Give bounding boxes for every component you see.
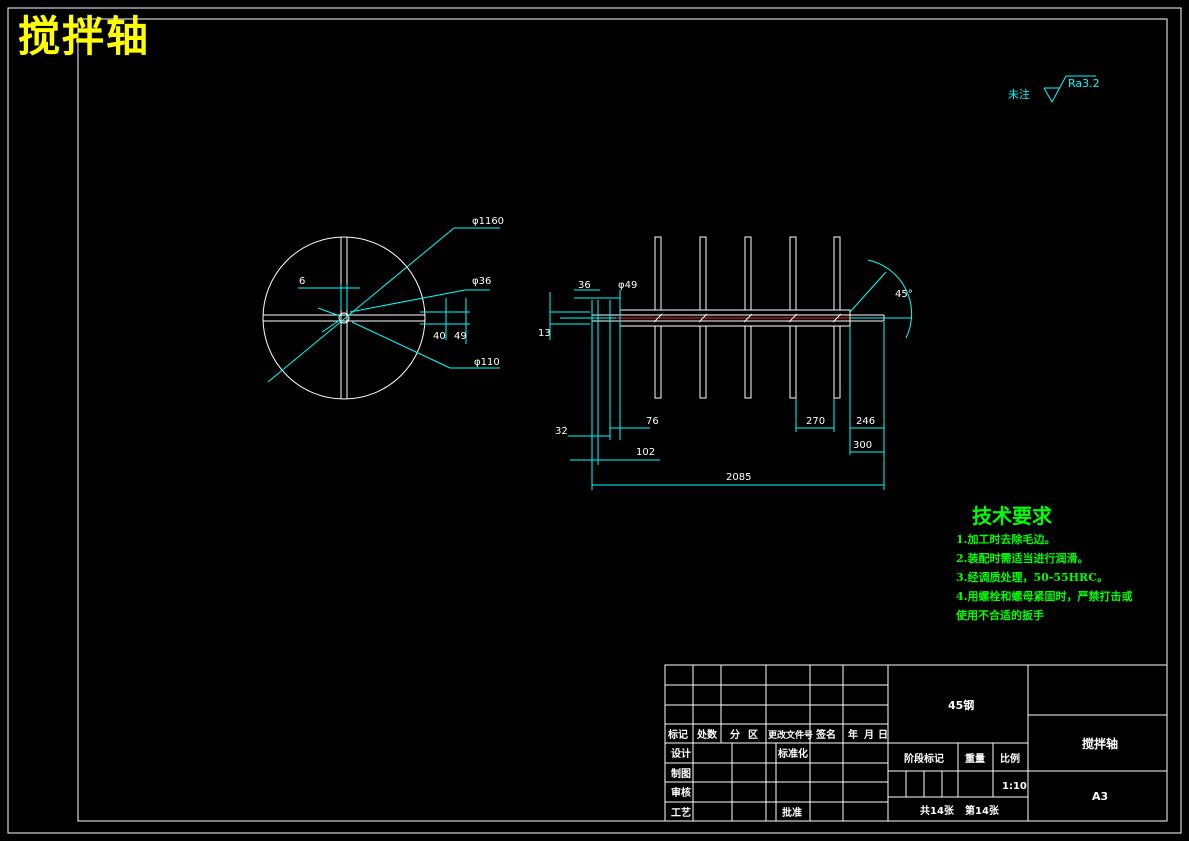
outer-border: [7, 7, 1182, 834]
dim-76: 76: [646, 416, 659, 427]
tb-h-day: 日: [878, 729, 888, 741]
tb-h-zone: 区: [748, 729, 758, 741]
tb-h-count: 处数: [696, 728, 718, 741]
tb-h-div: 分: [730, 728, 740, 741]
dim-102: 102: [636, 447, 655, 458]
tb-review: 审核: [671, 786, 691, 799]
tech-requirement-item: 使用不合适的扳手: [956, 609, 1044, 622]
tb-h-year: 年: [848, 728, 858, 741]
dim-width-6: 6: [299, 276, 305, 287]
dim-phi-49: φ49: [618, 280, 637, 291]
tb-paper-size: A3: [1092, 790, 1108, 803]
dim-36: 36: [578, 280, 591, 291]
tb-design: 设计: [671, 747, 691, 760]
tb-weight: 重量: [965, 752, 985, 765]
tb-h-file: 更改文件号: [768, 729, 813, 741]
roughness-label: 未注: [1008, 87, 1030, 101]
tech-requirement-item: 3.经调质处理，50-55HRC。: [956, 571, 1108, 584]
tech-requirements-title: 技术要求: [972, 504, 1052, 528]
dim-40: 40: [433, 331, 446, 342]
dim-300: 300: [853, 440, 872, 451]
dim-246: 246: [856, 416, 875, 427]
dim-2085: 2085: [726, 472, 751, 483]
tech-requirement-item: 1.加工时去除毛边。: [956, 533, 1056, 546]
dim-diameter-36: φ36: [472, 276, 491, 287]
tb-part-name: 搅拌轴: [1082, 736, 1118, 751]
watermark-title: 搅拌轴: [18, 12, 151, 61]
inner-border: [77, 18, 1168, 822]
dim-angle-45: 45°: [895, 289, 913, 300]
tech-requirements-list: 1.加工时去除毛边。 2.装配时需适当进行润滑。 3.经调质处理，50-55HR…: [956, 530, 1132, 625]
tb-h-mark: 标记: [667, 728, 688, 741]
tech-requirement-item: 2.装配时需适当进行润滑。: [956, 552, 1089, 565]
dim-diameter-1160: φ1160: [472, 216, 504, 227]
tb-scale-label: 比例: [1000, 752, 1020, 765]
tb-standardize: 标准化: [777, 747, 808, 760]
tb-drafting: 制图: [671, 767, 691, 780]
tb-h-month: 月: [863, 729, 874, 741]
dim-13: 13: [538, 328, 551, 339]
section-view: φ1160 6 φ36 40 49 φ110: [262, 216, 504, 400]
title-block-text: 45钢 搅拌轴 A3 标记 处数 分 区 更改文件号 签名 年 月 日 设计 标…: [667, 698, 1118, 819]
tb-sheet-no: 第14张: [965, 804, 1000, 817]
dim-270: 270: [806, 416, 825, 427]
dim-32: 32: [555, 426, 568, 437]
roughness-note: 未注 Ra3.2: [1008, 75, 1100, 104]
dim-diameter-110: φ110: [474, 357, 500, 368]
elevation-view: 36 φ49 13 32 76 102 270 246 300 2085 45°: [538, 236, 913, 490]
tb-process: 工艺: [671, 806, 691, 819]
tb-approve: 批准: [782, 806, 802, 819]
tb-stage-mark: 阶段标记: [904, 752, 944, 765]
tech-requirement-item: 4.用螺栓和螺母紧固时，严禁打击或: [956, 590, 1133, 603]
tb-h-sign: 签名: [815, 728, 836, 741]
tb-material: 45钢: [948, 698, 974, 712]
dim-49: 49: [454, 331, 467, 342]
title-block: [664, 664, 1168, 822]
roughness-value: Ra3.2: [1068, 77, 1100, 90]
tb-sheets-total: 共14张: [920, 804, 955, 817]
tb-scale: 1:10: [1002, 781, 1027, 792]
